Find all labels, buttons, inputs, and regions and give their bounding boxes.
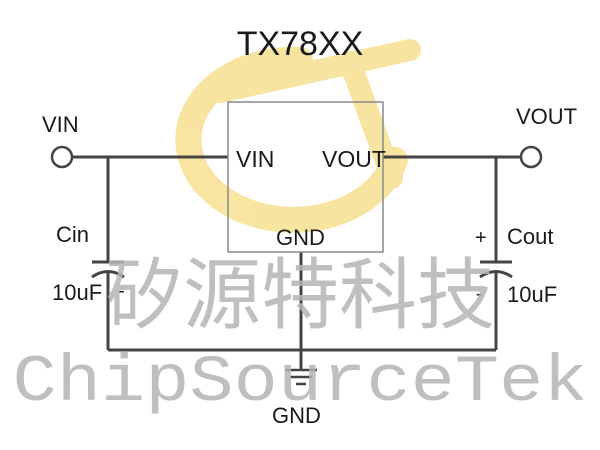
cin-name-label: Cin	[56, 222, 89, 247]
diagram-title: TX78XX	[237, 25, 364, 63]
watermark-logo-t-bar	[209, 39, 421, 103]
watermark-chinese-text: 矽源特科技	[105, 251, 495, 341]
cout-minus-label: -	[476, 283, 483, 305]
cout-plus-label: +	[475, 227, 487, 249]
cin-value-label: 10uF	[52, 280, 102, 305]
vout-terminal-label: VOUT	[516, 104, 577, 129]
vin-terminal-label: VIN	[42, 112, 79, 137]
ic-vin-pin-label: VIN	[236, 146, 274, 172]
vout-terminal	[519, 145, 543, 169]
cin-capacitor-symbol	[91, 260, 125, 279]
regulator-ic-box	[227, 101, 384, 253]
watermark-english-text: ChipSourceTek	[13, 345, 588, 420]
cout-capacitor-symbol	[479, 260, 513, 279]
wires	[72, 155, 521, 370]
cout-value-label: 10uF	[507, 282, 557, 307]
ic-vout-pin-label: VOUT	[322, 146, 386, 172]
watermark-logo-g-arc	[175, 46, 408, 233]
cout-name-label: Cout	[507, 224, 553, 249]
watermark-logo	[175, 39, 421, 233]
ground-symbol	[285, 368, 317, 386]
watermark-logo-t-stem	[339, 51, 403, 189]
ic-gnd-pin-label: GND	[276, 225, 325, 250]
vin-terminal	[50, 145, 74, 169]
cin-minus-label: -	[118, 280, 125, 302]
ground-label: GND	[272, 403, 321, 428]
